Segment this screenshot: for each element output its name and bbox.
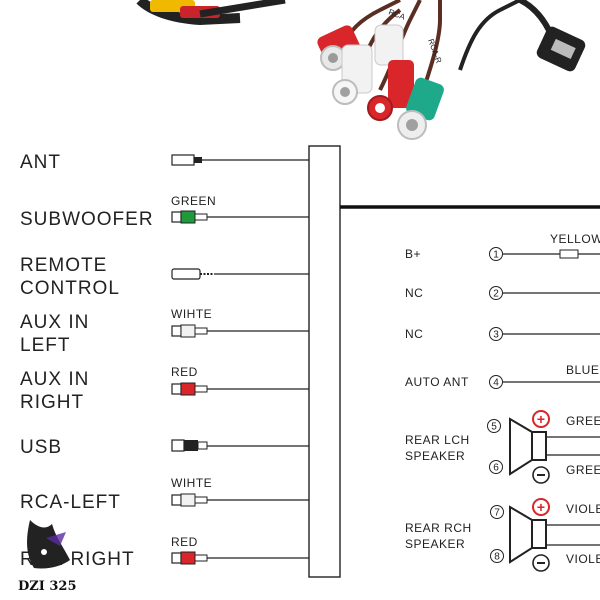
photo-label-rca-r: RCA-R — [426, 38, 443, 65]
label-aux-left-line1: AUX IN — [20, 312, 89, 333]
label-remote-line1: REMOTE — [20, 255, 107, 276]
pin-2: 2 — [489, 286, 600, 300]
speaker-label-rear-lch-2: SPEAKER — [405, 449, 465, 463]
main-unit-box — [308, 145, 341, 578]
usb-connector — [171, 439, 309, 452]
label-rca-left: RCA-LEFT — [20, 492, 121, 513]
plus-sign-lch: + — [537, 411, 545, 427]
cable-photo: RCA RCA-R — [136, 0, 586, 140]
svg-text:8: 8 — [494, 552, 500, 563]
rear-rch-speaker: 7 8 + VIOLET VIOLET — [490, 498, 600, 572]
wire-color-1: YELLOW — [550, 232, 600, 246]
pin-label-b-plus: B+ — [405, 247, 421, 261]
color-label-rca-right: RED — [171, 535, 198, 549]
svg-text:7: 7 — [494, 508, 500, 519]
rca-right-connector — [171, 551, 309, 565]
color-label-rca-left: WIHTE — [171, 476, 212, 490]
rca-plug-white-2 — [374, 24, 404, 66]
pin-1: 1 YELLOW — [489, 232, 600, 261]
svg-text:5: 5 — [491, 422, 497, 433]
svg-text:3: 3 — [493, 330, 499, 341]
label-usb: USB — [20, 437, 62, 458]
watermark-logo: DZI 325 — [18, 520, 77, 594]
svg-text:2: 2 — [493, 289, 499, 300]
color-label-aux-left: WIHTE — [171, 307, 212, 321]
label-aux-right-line1: AUX IN — [20, 369, 89, 390]
rca-plug-teal — [397, 77, 444, 140]
watermark-text: DZI 325 — [18, 579, 77, 594]
rca-plug-white-1 — [332, 44, 373, 105]
label-aux-left-line2: LEFT — [20, 335, 70, 356]
label-ant: ANT — [20, 152, 61, 173]
rear-lch-speaker: 5 6 + GREEN GREEN — [487, 410, 600, 484]
pin-label-auto-ant: AUTO ANT — [405, 375, 469, 389]
label-remote-line2: CONTROL — [20, 278, 120, 299]
usb-female-plug — [518, 0, 586, 72]
plus-sign-rch: + — [537, 499, 545, 515]
pin-4: 4 BLUE — [489, 363, 600, 389]
pin-label-nc-2: NC — [405, 327, 423, 341]
ant-connector — [171, 154, 309, 166]
svg-text:1: 1 — [493, 250, 499, 261]
rca-left-connector — [171, 493, 309, 507]
label-aux-right-line2: RIGHT — [20, 392, 84, 413]
wire-color-6: GREEN — [566, 463, 600, 477]
aux-left-connector — [171, 324, 309, 338]
rca-plug-red-2 — [367, 60, 414, 121]
svg-text:4: 4 — [493, 378, 499, 389]
speaker-label-rear-rch-2: SPEAKER — [405, 537, 465, 551]
wire-color-4: BLUE — [566, 363, 599, 377]
svg-text:6: 6 — [493, 463, 499, 474]
subwoofer-connector — [171, 210, 309, 224]
pin-label-nc-1: NC — [405, 286, 423, 300]
color-label-subwoofer: GREEN — [171, 194, 216, 208]
color-label-aux-right: RED — [171, 365, 198, 379]
pin-3: 3 — [489, 327, 600, 341]
wire-color-7: VIOLET — [566, 502, 600, 516]
label-subwoofer: SUBWOOFER — [20, 209, 154, 230]
wire-color-5: GREEN — [566, 414, 600, 428]
aux-right-connector — [171, 382, 309, 396]
wire-color-8: VIOLET — [566, 552, 600, 566]
speaker-label-rear-rch-1: REAR RCH — [405, 521, 472, 535]
remote-control-connector — [171, 268, 309, 280]
speaker-label-rear-lch-1: REAR LCH — [405, 433, 470, 447]
